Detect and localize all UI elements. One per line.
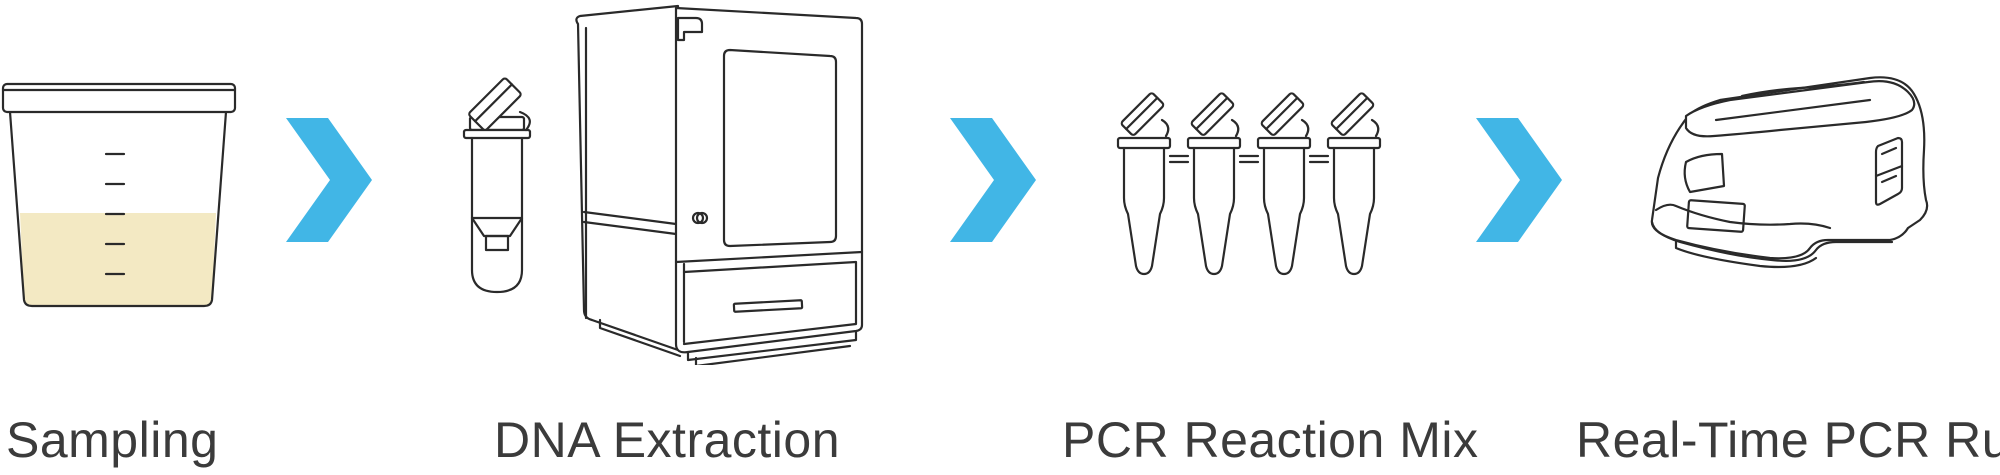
pcr-tube-4 bbox=[1326, 92, 1382, 276]
chevron-right-icon bbox=[950, 118, 1036, 242]
arrow-shape bbox=[1476, 118, 1562, 242]
pcr-tube-2 bbox=[1186, 92, 1242, 276]
pcr-tubes-icon bbox=[1116, 92, 1382, 276]
sample-cup-icon bbox=[1, 82, 237, 308]
sample-liquid bbox=[20, 213, 216, 306]
step-label-dna-extraction: DNA Extraction bbox=[494, 412, 841, 468]
pcr-tube-3 bbox=[1256, 92, 1312, 276]
step-label-sampling: Sampling bbox=[6, 412, 219, 468]
arrow-shape bbox=[950, 118, 1036, 242]
thermocycler-icon bbox=[1650, 76, 1929, 269]
extraction-cabinet bbox=[575, 4, 864, 365]
extraction-instrument-icon bbox=[462, 4, 864, 365]
step-label-real-time-pcr-run: Real-Time PCR Run bbox=[1576, 412, 2000, 468]
chevron-right-icon bbox=[286, 118, 372, 242]
extraction-tube bbox=[462, 77, 532, 294]
chevron-right-icon bbox=[1476, 118, 1562, 242]
pcr-tube-1 bbox=[1116, 92, 1172, 276]
step-label-pcr-reaction-mix: PCR Reaction Mix bbox=[1062, 412, 1479, 468]
arrow-shape bbox=[286, 118, 372, 242]
